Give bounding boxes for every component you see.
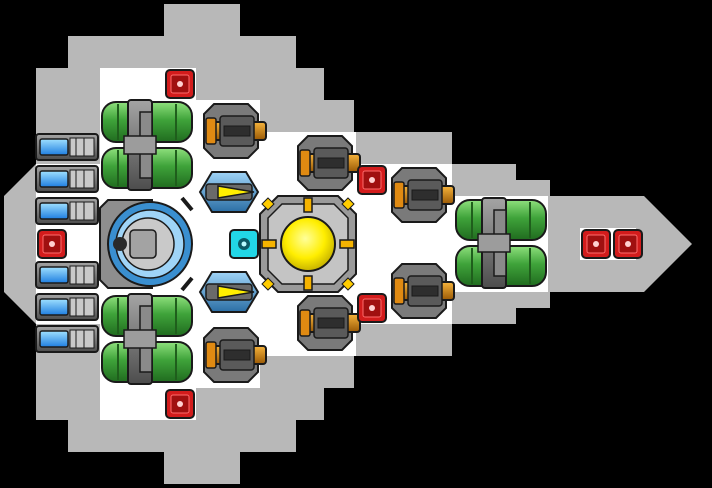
missile-launcher-icon bbox=[198, 271, 260, 313]
fuel-tank-icon bbox=[101, 99, 193, 191]
laser-turret-icon bbox=[297, 295, 361, 351]
fuel-tank-icon bbox=[101, 293, 193, 385]
engine-thruster-icon bbox=[35, 197, 99, 225]
engine-thruster-icon bbox=[35, 133, 99, 161]
red-weak-point-icon bbox=[613, 229, 643, 259]
missile-launcher-icon bbox=[198, 171, 260, 213]
fuel-tank-icon bbox=[455, 197, 547, 289]
engine-thruster-icon bbox=[35, 325, 99, 353]
red-weak-point-icon bbox=[165, 69, 195, 99]
laser-turret-icon bbox=[297, 135, 361, 191]
reactor-core-icon bbox=[259, 195, 357, 293]
laser-turret-icon bbox=[391, 167, 455, 223]
laser-turret-icon bbox=[391, 263, 455, 319]
engine-thruster-icon bbox=[35, 293, 99, 321]
laser-turret-icon bbox=[203, 103, 267, 159]
engine-thruster-icon bbox=[35, 261, 99, 289]
red-weak-point-icon bbox=[165, 389, 195, 419]
engine-thruster-icon bbox=[35, 165, 99, 193]
laser-turret-icon bbox=[203, 327, 267, 383]
red-weak-point-icon bbox=[37, 229, 67, 259]
red-weak-point-icon bbox=[357, 293, 387, 323]
red-weak-point-icon bbox=[357, 165, 387, 195]
red-weak-point-icon bbox=[581, 229, 611, 259]
cockpit-dome-icon bbox=[99, 196, 194, 292]
cyan-core-icon bbox=[229, 229, 259, 259]
